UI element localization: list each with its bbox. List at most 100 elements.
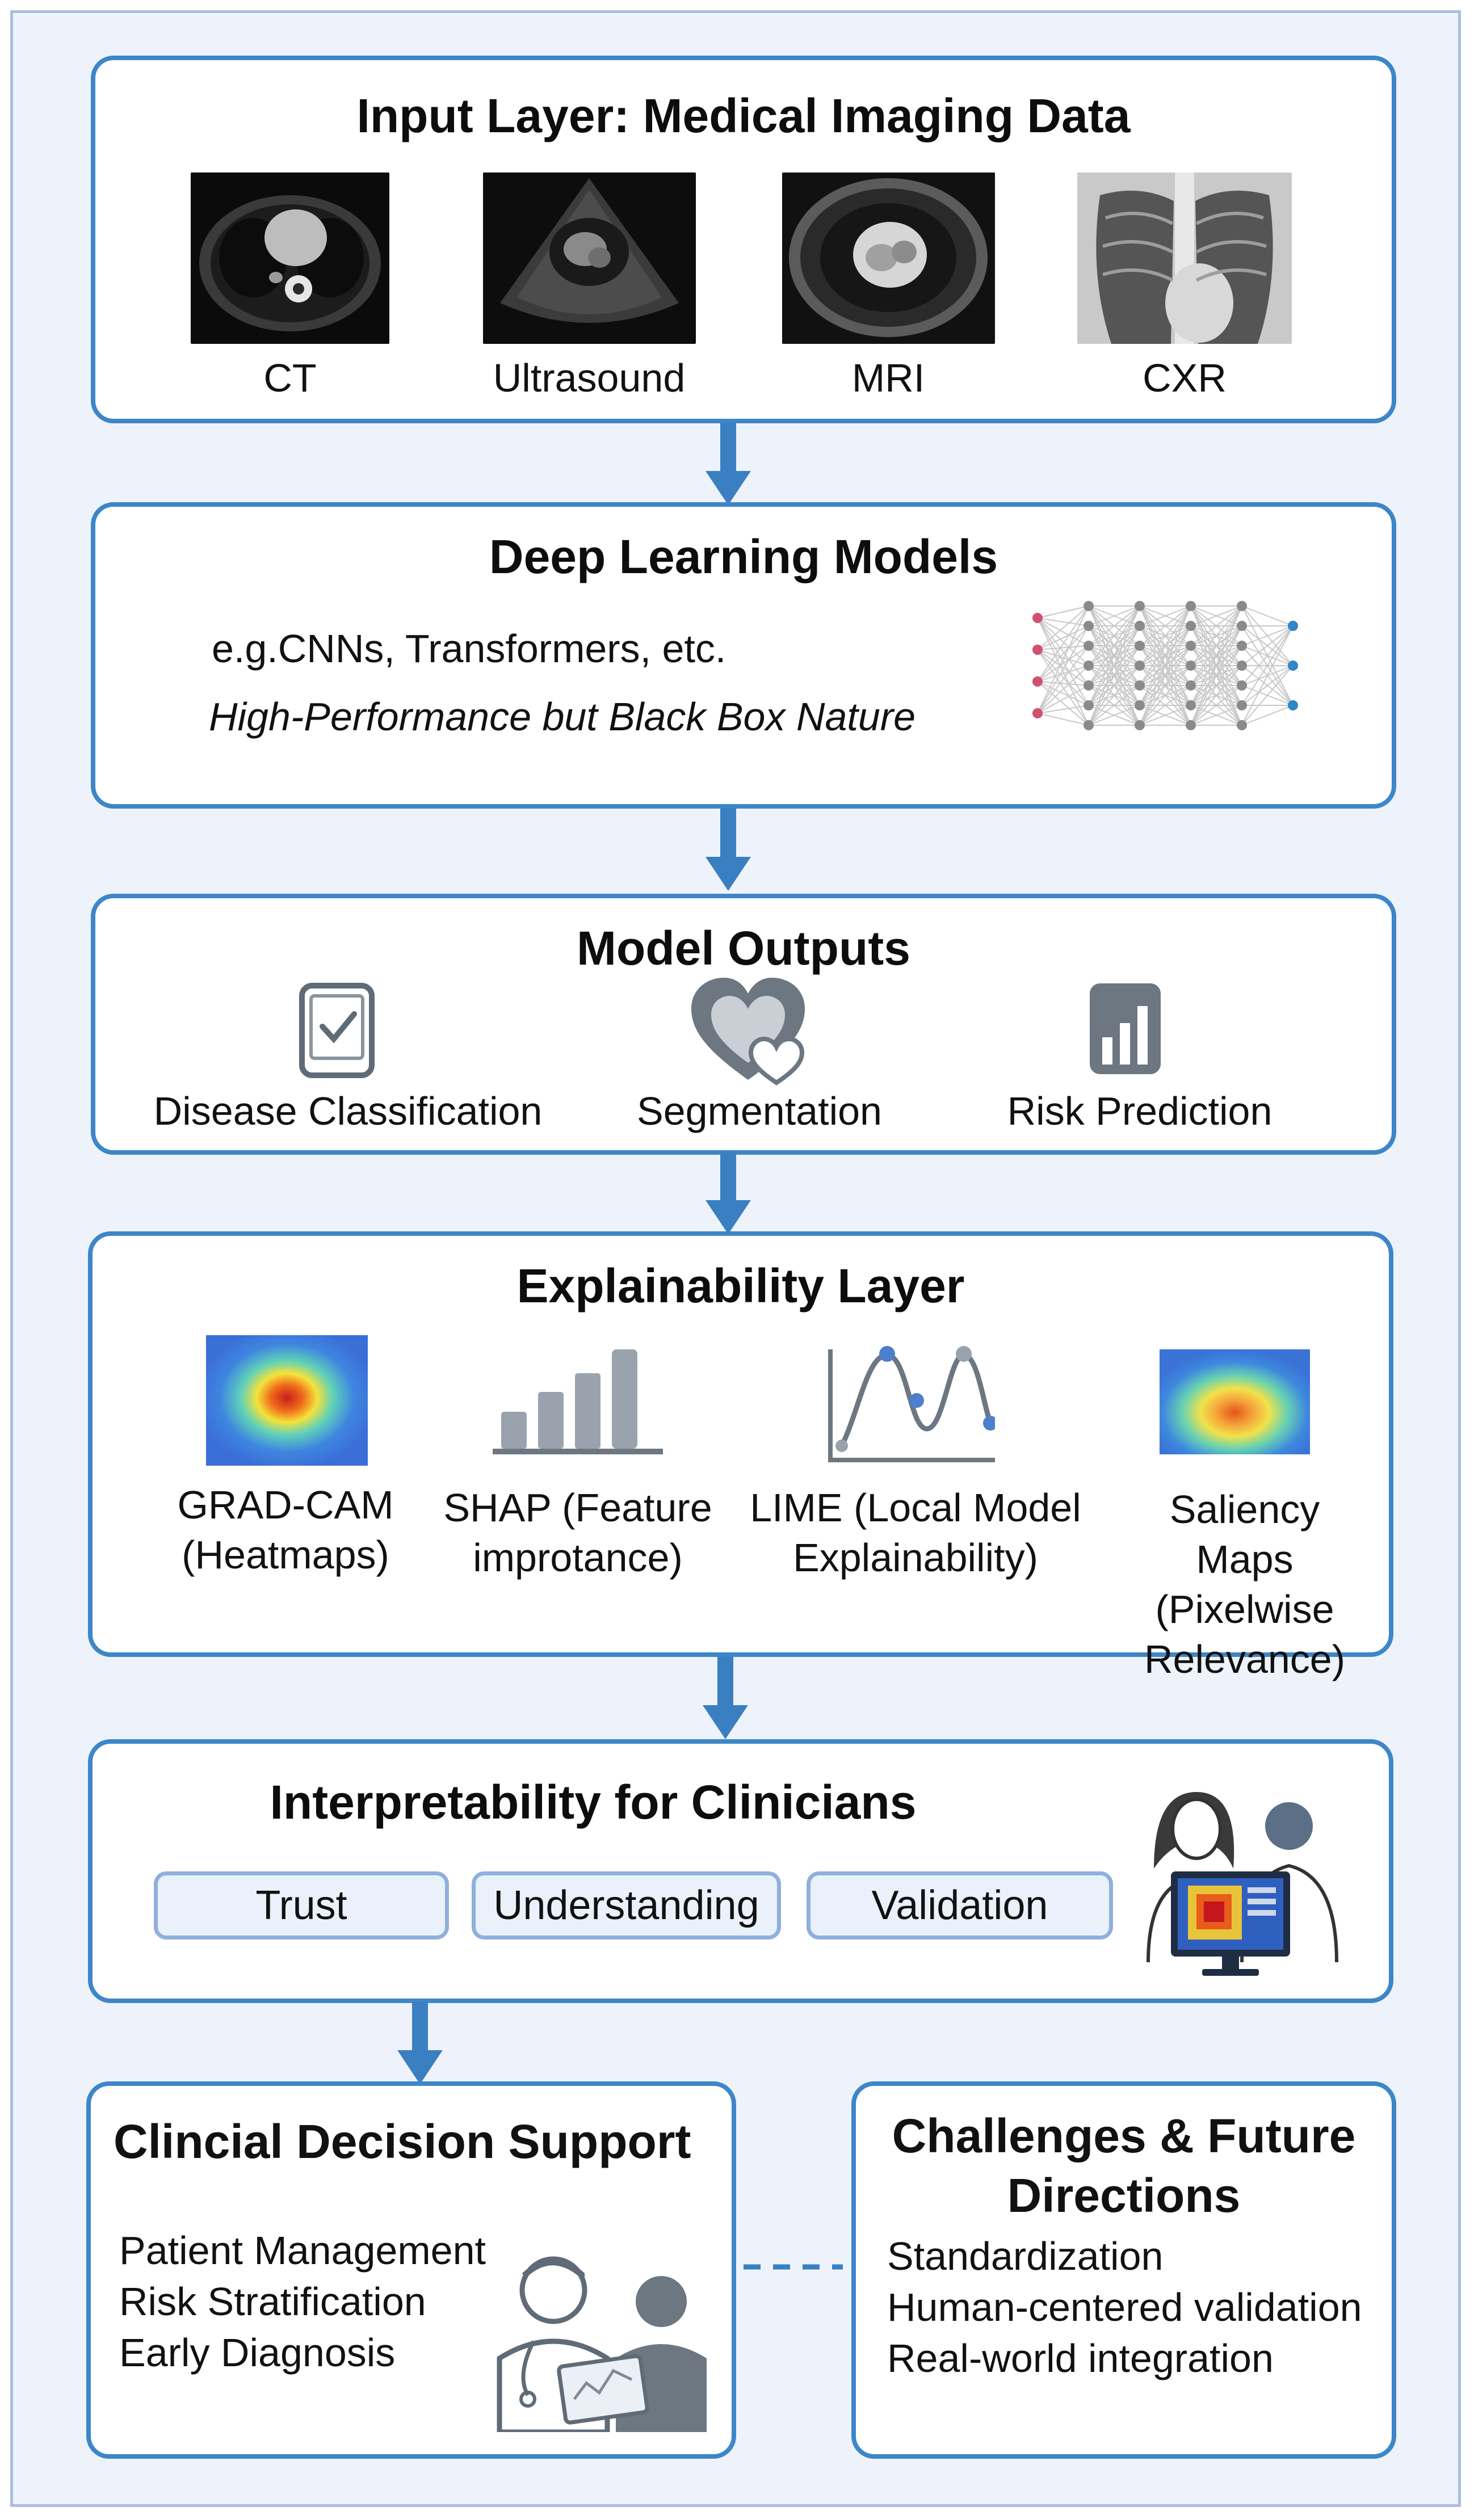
nn-connection (1037, 681, 1089, 726)
nn-connection (1139, 605, 1191, 626)
deep-learning-panel: Deep Learning Models e.g.CNNs, Transform… (91, 502, 1396, 809)
nn-connection (1139, 605, 1191, 686)
flow-arrow-5 (397, 2002, 443, 2084)
interpretability-title: Interpretability for Clinicians (270, 1776, 917, 1829)
nn-node (1084, 680, 1094, 691)
nn-connection (1241, 625, 1294, 646)
nn-node (1186, 700, 1196, 710)
nn-connection (1088, 645, 1140, 726)
nn-node (1032, 676, 1043, 687)
nn-connection (1037, 649, 1089, 666)
input-layer-panel: Input Layer: Medical Imaging Data (91, 56, 1396, 423)
nn-node (1135, 700, 1145, 710)
nn-node (1084, 720, 1094, 730)
model-examples-text: e.g.CNNs, Transformers, etc. (212, 626, 726, 671)
modality-label-ct: CT (263, 356, 317, 400)
deep-learning-title: Deep Learning Models (489, 530, 998, 583)
nn-connection (1139, 605, 1191, 646)
pill-trust: Trust (154, 1871, 449, 1940)
method-saliency-line1: Saliency Maps (1169, 1487, 1320, 1581)
nn-node (1237, 660, 1247, 671)
nn-node (1135, 680, 1145, 691)
mri-image (782, 173, 995, 344)
nn-node (1237, 621, 1247, 631)
interpretability-panel: Interpretability for Clinicians Trust Un… (88, 1739, 1393, 2003)
nn-connection (1037, 625, 1089, 650)
nn-node (1084, 660, 1094, 671)
model-outputs-title: Model Outputs (577, 922, 910, 975)
method-gradcam-line1: GRAD-CAM (177, 1483, 394, 1527)
modality-label-ultrasound: Ultrasound (493, 356, 686, 400)
nn-connection (1088, 605, 1140, 726)
decision-item-1: Patient Management (119, 2228, 486, 2273)
nn-connection (1037, 625, 1089, 714)
nn-node (1237, 680, 1247, 691)
nn-connection (1037, 605, 1089, 682)
nn-connection (1088, 605, 1140, 646)
nn-node (1186, 601, 1196, 611)
method-label-shap: SHAP (Feature improtance) (443, 1483, 712, 1583)
flow-arrow-4 (703, 1657, 748, 1739)
nn-connection (1241, 625, 1294, 706)
nn-connection (1241, 665, 1294, 726)
nn-connection (1139, 645, 1191, 726)
explainability-title: Explainability Layer (516, 1259, 965, 1312)
black-box-note: High-Performance but Black Box Nature (209, 695, 916, 739)
nn-connection (1088, 605, 1140, 666)
nn-connection (1190, 665, 1242, 726)
nn-connection (1037, 649, 1089, 726)
nn-node (1237, 720, 1247, 730)
nn-node (1084, 621, 1094, 631)
nn-connection (1241, 625, 1294, 686)
output-label-risk: Risk Prediction (1007, 1089, 1273, 1133)
nn-node (1032, 645, 1043, 655)
input-layer-title: Input Layer: Medical Imaging Data (356, 89, 1131, 142)
nn-connection (1037, 645, 1089, 682)
nn-connection (1037, 685, 1089, 714)
flow-arrow-2 (705, 809, 751, 891)
nn-connection (1190, 605, 1242, 686)
method-saliency-line3: Relevance) (1144, 1637, 1346, 1681)
nn-connection (1190, 705, 1242, 726)
nn-connection (1139, 665, 1191, 726)
nn-connection (1190, 605, 1242, 706)
chest-xray-image (1077, 173, 1292, 344)
decision-support-title: Clincial Decision Support (114, 2115, 691, 2168)
challenges-title-line1: Challenges & Future (892, 2109, 1356, 2163)
nn-connection (1190, 685, 1242, 726)
challenge-item-2: Human-centered validation (887, 2285, 1362, 2329)
nn-node (1186, 660, 1196, 671)
method-shap-line2: improtance) (473, 1535, 683, 1580)
nn-connection (1037, 645, 1089, 650)
nn-node (1288, 621, 1298, 631)
nn-connection (1088, 605, 1140, 626)
nn-connection (1037, 617, 1089, 706)
output-label-segmentation: Segmentation (637, 1089, 882, 1133)
shap-bar-icon (493, 1349, 663, 1454)
pill-understanding: Understanding (472, 1871, 781, 1940)
nn-connection (1037, 681, 1089, 706)
method-lime-line1: LIME (Local Model (750, 1486, 1081, 1530)
method-saliency-line2: (Pixelwise (1155, 1587, 1334, 1631)
nn-node (1288, 660, 1298, 671)
nn-connection (1241, 665, 1294, 706)
gradcam-heatmap-icon (206, 1335, 368, 1466)
nn-connection (1139, 705, 1191, 726)
nn-connection (1241, 605, 1294, 626)
nn-connection (1037, 681, 1089, 686)
nn-node (1237, 641, 1247, 651)
decision-support-list: Patient Management Risk Stratification E… (119, 2225, 486, 2378)
nn-connection (1037, 625, 1089, 682)
bar-chart-icon (1090, 983, 1161, 1074)
nn-connection (1139, 605, 1191, 726)
nn-connection (1088, 685, 1140, 726)
challenge-item-3: Real-world integration (887, 2336, 1274, 2380)
dashed-connector (744, 2264, 843, 2270)
nn-node (1084, 601, 1094, 611)
nn-node (1186, 680, 1196, 691)
nn-node (1288, 700, 1298, 710)
heart-icon (691, 978, 805, 1086)
nn-connection (1037, 665, 1089, 682)
explainability-panel: Explainability Layer (88, 1231, 1393, 1681)
decision-item-3: Early Diagnosis (119, 2330, 396, 2375)
